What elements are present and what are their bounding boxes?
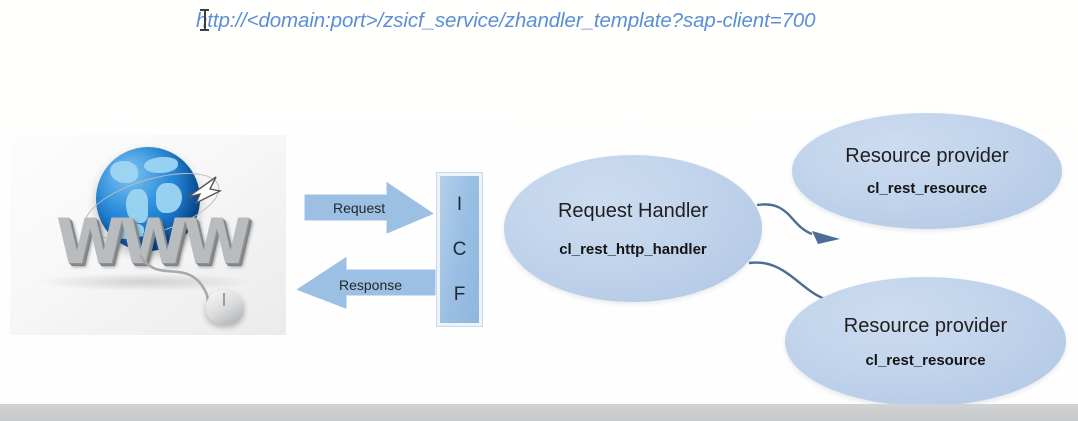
resource-provider-top-class: cl_rest_resource [866, 180, 988, 197]
url-caption: http://<domain:port>/zsicf_service/zhand… [196, 9, 816, 32]
image-shadow [40, 273, 250, 291]
resource-provider-bottom-class: cl_rest_resource [865, 351, 986, 369]
resource-provider-top-title: Resource provider [845, 145, 1009, 167]
icf-letter-i: I [456, 194, 463, 215]
www-wordmark: WWW [56, 205, 251, 278]
request-handler-title: Request Handler [557, 199, 709, 222]
resource-provider-bottom-title: Resource provider [843, 314, 1008, 337]
response-label: Response [339, 277, 403, 293]
computer-mouse-icon [206, 290, 244, 324]
bottom-band [0, 404, 1078, 421]
request-handler-class: cl_rest_http_handler [559, 240, 707, 258]
connector-top [756, 203, 813, 236]
connector-top-arrowhead [812, 231, 840, 244]
icf-letter-c: C [452, 239, 467, 260]
node-resource-provider-top: Resource provider cl_rest_resource [792, 113, 1062, 229]
connector-bottom [748, 261, 829, 302]
mouse-pointer-icon [186, 175, 222, 205]
icf-letter-f: F [453, 284, 466, 305]
node-request-handler: Request Handler cl_rest_http_handler [504, 155, 762, 302]
node-resource-provider-bottom: Resource provider cl_rest_resource [785, 277, 1066, 406]
request-label: Request [333, 200, 386, 216]
mouse-cord [138, 254, 210, 304]
www-globe-image: WWW [10, 135, 286, 335]
icf-box: I C F [437, 173, 482, 326]
globe-icon [96, 147, 200, 251]
